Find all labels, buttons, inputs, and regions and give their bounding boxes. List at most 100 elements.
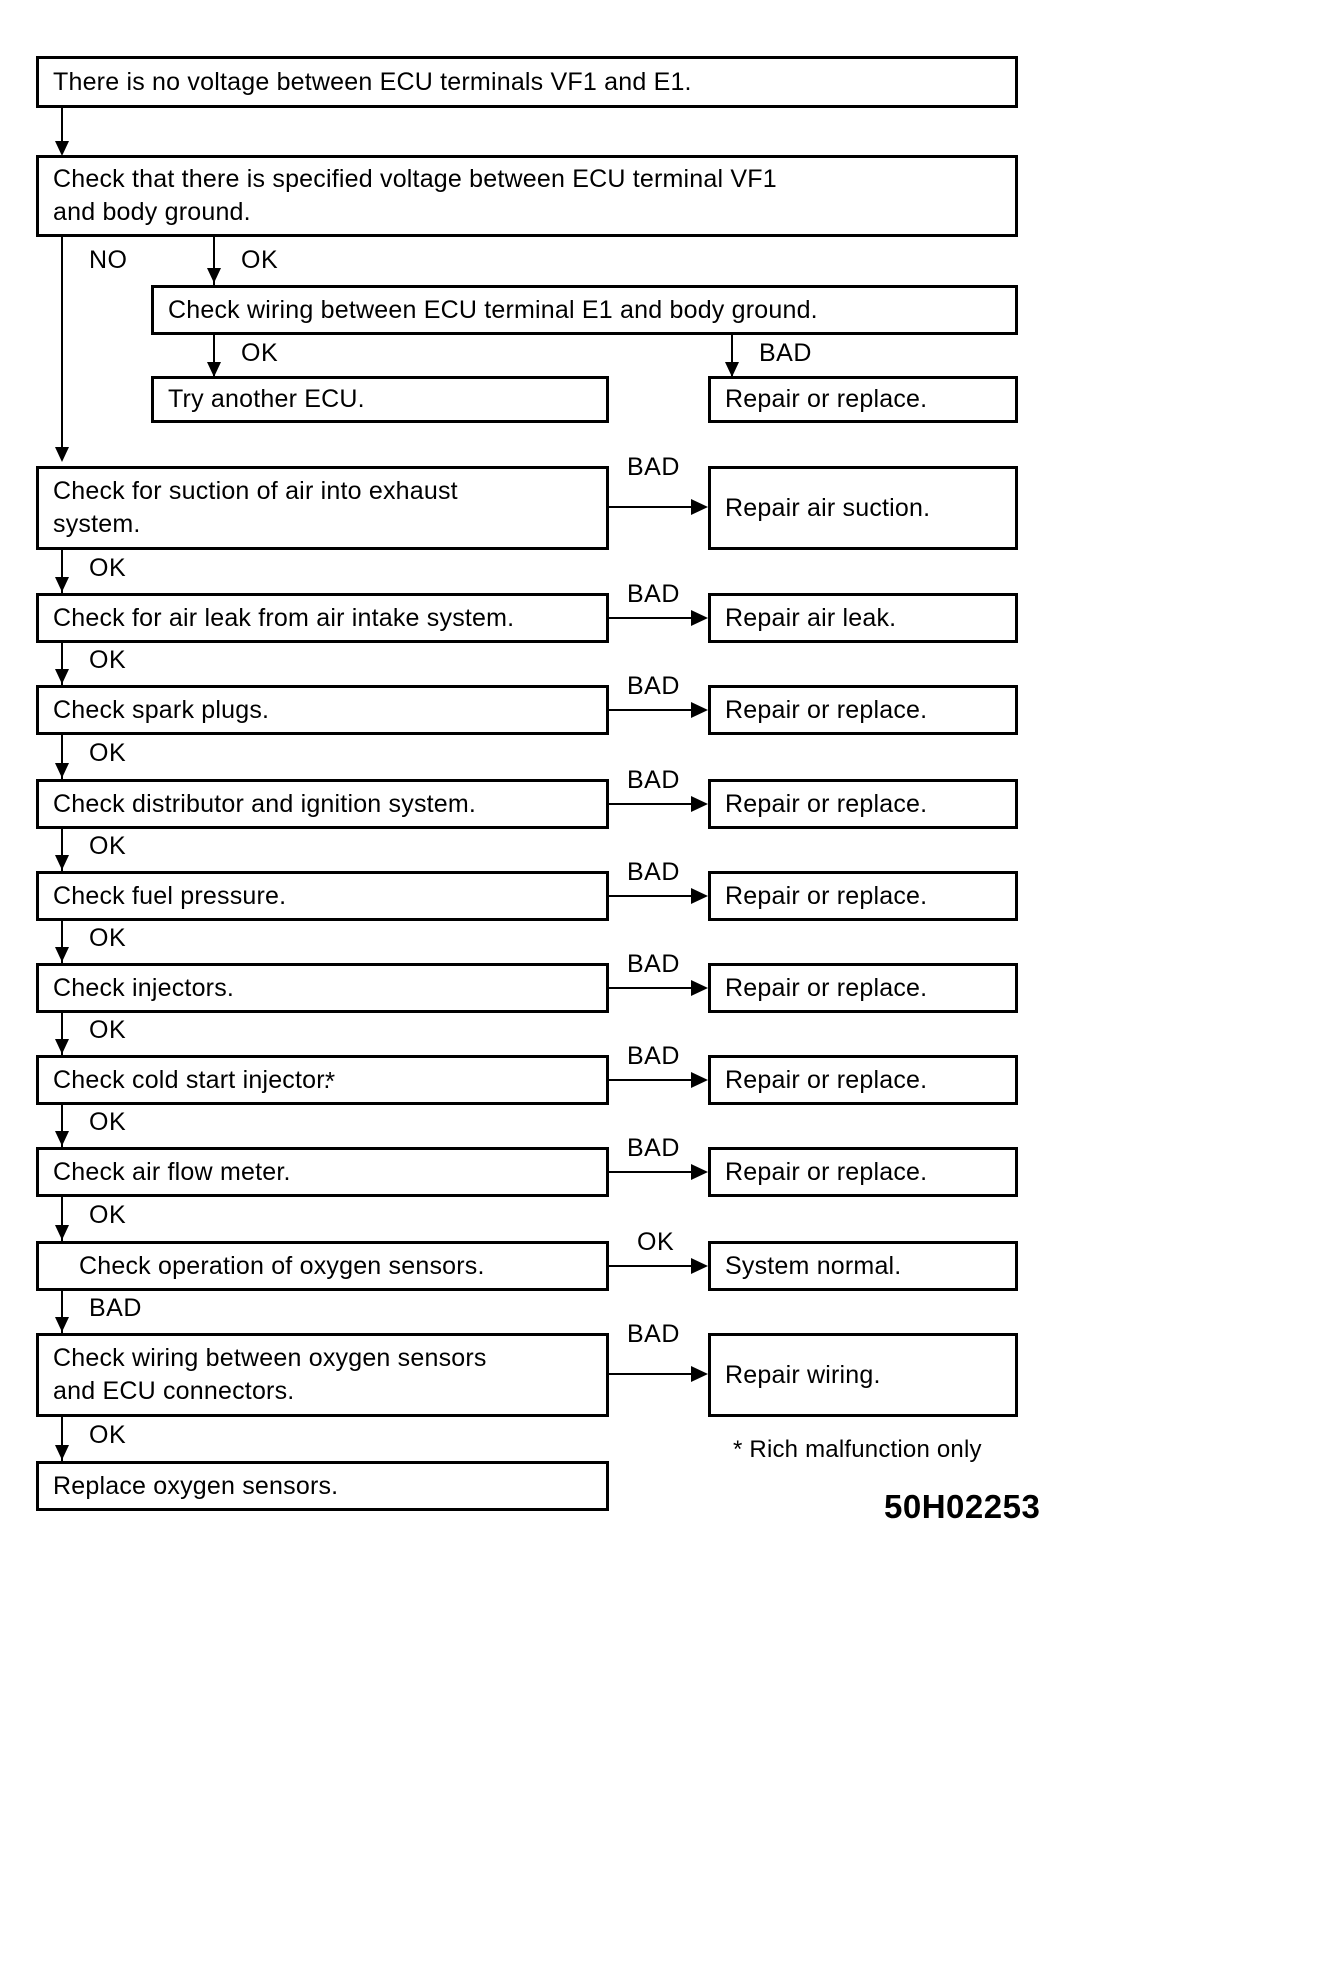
box-repair-or-replace-fuel-label: Repair or replace. (725, 881, 928, 910)
connector-ok-cold-start (61, 1013, 63, 1055)
edge-label-bad-injectors: BAD (627, 950, 680, 978)
box-check-air-suction-label: Check for suction of air into exhaust sy… (53, 477, 458, 538)
edge-label-ok-spark-plugs: OK (89, 646, 127, 674)
connector-distributor-bad (609, 803, 691, 805)
box-repair-wiring: Repair wiring. (708, 1333, 1018, 1417)
box-repair-air-leak: Repair air leak. (708, 593, 1018, 643)
box-check-air-suction: Check for suction of air into exhaust sy… (36, 466, 609, 550)
connector-ok-oxygen-operation (61, 1197, 63, 1241)
box-check-oxygen-sensor-operation-label: Check operation of oxygen sensors. (79, 1251, 485, 1280)
box-check-cold-start-injector-label: Check cold start injector. (53, 1065, 331, 1094)
arrow-ok-cold-start (55, 1039, 69, 1054)
connector-air-leak-bad (609, 617, 691, 619)
arrow-distributor-bad (691, 796, 708, 812)
connector-spark-plugs-bad (609, 709, 691, 711)
arrow-air-leak-bad (691, 610, 708, 626)
connector-cold-start-bad (609, 1079, 691, 1081)
edge-label-ok-e1: OK (241, 246, 279, 274)
box-check-distributor: Check distributor and ignition system. (36, 779, 609, 829)
box-check-e1-wiring: Check wiring between ECU terminal E1 and… (151, 285, 1018, 335)
box-check-distributor-label: Check distributor and ignition system. (53, 789, 477, 818)
connector-ok-to-e1-wiring (213, 237, 215, 285)
box-try-another-ecu: Try another ECU. (151, 376, 609, 423)
box-check-fuel-pressure-label: Check fuel pressure. (53, 881, 287, 910)
arrow-ok-spark-plugs (55, 669, 69, 684)
box-repair-or-replace-cold-start-label: Repair or replace. (725, 1065, 928, 1094)
box-check-air-leak: Check for air leak from air intake syste… (36, 593, 609, 643)
arrow-air-suction-bad (691, 499, 708, 515)
edge-label-ok-air-flow-meter: OK (89, 1108, 127, 1136)
connector-e1-ok (213, 335, 215, 378)
box-check-vf1-voltage-label: Check that there is specified voltage be… (53, 165, 777, 226)
box-repair-or-replace-distributor-label: Repair or replace. (725, 789, 928, 818)
box-check-oxygen-sensor-operation: Check operation of oxygen sensors. (36, 1241, 609, 1291)
edge-label-ok-distributor: OK (89, 739, 127, 767)
edge-label-bad-air-flow-meter: BAD (627, 1134, 680, 1162)
connector-e1-bad (731, 335, 733, 378)
edge-label-ok-try-ecu: OK (241, 339, 279, 367)
box-repair-or-replace-distributor: Repair or replace. (708, 779, 1018, 829)
edge-label-ok-cold-start: OK (89, 1016, 127, 1044)
connector-fuel-pressure-bad (609, 895, 691, 897)
arrow-oxygen-wiring-bad (691, 1366, 708, 1382)
box-repair-or-replace-plugs: Repair or replace. (708, 685, 1018, 735)
drawing-code: 50H02253 (884, 1488, 1041, 1525)
arrow-bad-oxygen-wiring (55, 1317, 69, 1332)
footnote-rich-malfunction: * Rich malfunction only (733, 1436, 982, 1463)
arrow-e1-bad (725, 362, 739, 377)
edge-label-ok-fuel-pressure: OK (89, 832, 127, 860)
connector-oxygen-operation-ok (609, 1265, 691, 1267)
box-repair-air-leak-label: Repair air leak. (725, 603, 897, 632)
arrow-ok-oxygen-operation (55, 1225, 69, 1240)
box-repair-or-replace-injectors-label: Repair or replace. (725, 973, 928, 1002)
arrow-ok-injectors (55, 947, 69, 962)
connector-oxygen-wiring-bad (609, 1373, 691, 1375)
box-repair-air-suction-label: Repair air suction. (725, 493, 931, 522)
box-system-normal-label: System normal. (725, 1251, 902, 1280)
box-check-vf1-voltage: Check that there is specified voltage be… (36, 155, 1018, 237)
box-repair-or-replace-e1-label: Repair or replace. (725, 385, 928, 413)
box-repair-or-replace-fuel: Repair or replace. (708, 871, 1018, 921)
box-repair-air-suction: Repair air suction. (708, 466, 1018, 550)
arrow-oxygen-operation-ok (691, 1258, 708, 1274)
arrow-ok-distributor (55, 763, 69, 778)
edge-label-bad-cold-start: BAD (627, 1042, 680, 1070)
edge-label-ok-injectors: OK (89, 924, 127, 952)
edge-label-no: NO (89, 246, 128, 274)
edge-label-bad-distributor: BAD (627, 766, 680, 794)
box-check-e1-wiring-label: Check wiring between ECU terminal E1 and… (168, 295, 818, 324)
box-check-fuel-pressure: Check fuel pressure. (36, 871, 609, 921)
box-check-air-flow-meter: Check air flow meter. (36, 1147, 609, 1197)
box-system-normal: System normal. (708, 1241, 1018, 1291)
edge-label-bad-e1: BAD (759, 339, 812, 367)
connector-injectors-bad (609, 987, 691, 989)
box-repair-or-replace-injectors: Repair or replace. (708, 963, 1018, 1013)
connector-start-to-vf1 (61, 108, 63, 148)
connector-ok-air-flow-meter (61, 1105, 63, 1147)
box-repair-wiring-label: Repair wiring. (725, 1360, 881, 1389)
arrow-ok-replace-oxygen (55, 1445, 69, 1460)
arrow-air-flow-meter-bad (691, 1164, 708, 1180)
asterisk-marker-cold-start: * (325, 1066, 336, 1096)
box-start-label: There is no voltage between ECU terminal… (53, 67, 692, 96)
box-try-another-ecu-label: Try another ECU. (168, 385, 365, 413)
box-check-spark-plugs: Check spark plugs. (36, 685, 609, 735)
edge-label-ok-system-normal: OK (637, 1228, 675, 1256)
edge-label-ok-air-leak: OK (89, 554, 127, 582)
arrow-e1-ok (207, 362, 221, 377)
arrow-cold-start-bad (691, 1072, 708, 1088)
edge-label-bad-fuel-pressure: BAD (627, 858, 680, 886)
connector-ok-replace-oxygen (61, 1417, 63, 1461)
box-repair-or-replace-cold-start: Repair or replace. (708, 1055, 1018, 1105)
box-check-cold-start-injector: Check cold start injector. (36, 1055, 609, 1105)
connector-air-flow-meter-bad (609, 1171, 691, 1173)
arrow-spark-plugs-bad (691, 702, 708, 718)
box-check-spark-plugs-label: Check spark plugs. (53, 695, 270, 724)
box-check-injectors: Check injectors. (36, 963, 609, 1013)
arrow-start-to-vf1 (55, 141, 69, 156)
box-repair-or-replace-plugs-label: Repair or replace. (725, 695, 928, 724)
box-replace-oxygen-sensors: Replace oxygen sensors. (36, 1461, 609, 1511)
arrow-ok-to-e1-wiring (207, 268, 221, 283)
arrow-ok-air-leak (55, 577, 69, 592)
